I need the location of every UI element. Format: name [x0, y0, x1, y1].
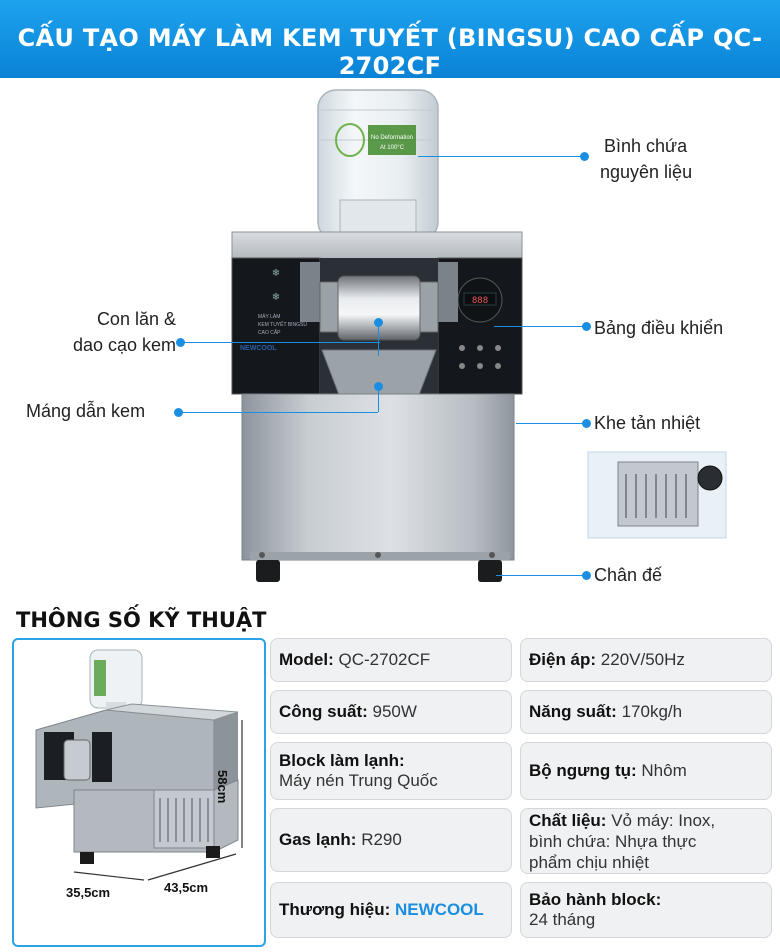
tank-callout-line — [418, 156, 584, 157]
callout-tank: Bình chứa nguyên liệu — [600, 133, 692, 185]
spec-brand-value: NEWCOOL — [395, 900, 484, 919]
chute-callout-vline — [378, 386, 379, 412]
specs-title: THÔNG SỐ KỸ THUẬT — [16, 608, 267, 632]
callout-base: Chân đế — [594, 565, 663, 585]
svg-text:CAO CẤP: CAO CẤP — [258, 329, 281, 336]
spec-voltage-label: Điện áp: — [529, 650, 597, 669]
dim-width: 43,5cm — [164, 880, 209, 895]
control-callout-line — [494, 326, 586, 327]
svg-text:❄: ❄ — [272, 292, 280, 303]
svg-text:❄: ❄ — [272, 268, 280, 279]
product-photo: 58cm 35,5cm 43,5cm — [12, 638, 266, 947]
callout-control: Bảng điều khiển — [594, 318, 724, 338]
vent-callout-dot — [582, 419, 591, 428]
chute-callout-dot-left — [174, 408, 183, 417]
svg-text:No Deformation: No Deformation — [371, 135, 413, 141]
svg-text:888: 888 — [472, 296, 488, 306]
chute-callout-dot-b — [374, 382, 383, 391]
spec-brand-label: Thương hiệu: — [279, 900, 391, 919]
spec-block: Block làm lạnh: Máy nén Trung Quốc — [270, 742, 512, 800]
machine-hero: No Deformation At 100°C ❄ ❄ MÁY LÀM KEM … — [0, 78, 780, 598]
callout-roller-line2: dao cạo kem — [72, 335, 176, 355]
spec-material-value3: phẩm chịu nhiệt — [529, 852, 650, 872]
spec-gas: Gas lạnh: R290 — [270, 808, 512, 872]
control-callout-dot — [582, 322, 591, 331]
spec-voltage-value: 220V/50Hz — [600, 650, 685, 669]
spec-material: Chất liệu: Vỏ máy: Inox, bình chứa: Nhựa… — [520, 808, 772, 874]
spec-brand: Thương hiệu: NEWCOOL — [270, 882, 512, 938]
spec-material-label: Chất liệu: — [529, 810, 607, 830]
vent-callout-line — [516, 423, 586, 424]
callout-chute: Máng dẫn kem — [26, 401, 146, 421]
callout-roller-line1: Con lăn & — [96, 309, 176, 329]
spec-model-value: QC-2702CF — [338, 650, 431, 669]
spec-gas-value: R290 — [361, 830, 402, 849]
spec-model: Model: QC-2702CF — [270, 638, 512, 682]
roller-callout-vline — [378, 322, 379, 356]
svg-text:NEWCOOL: NEWCOOL — [240, 345, 277, 352]
spec-model-label: Model: — [279, 650, 334, 669]
roller-callout-dot-left — [176, 338, 185, 347]
svg-text:At 100°C: At 100°C — [380, 145, 405, 151]
spec-voltage: Điện áp: 220V/50Hz — [520, 638, 772, 682]
svg-text:MÁY LÀM: MÁY LÀM — [258, 313, 280, 320]
base-callout-dot — [582, 571, 591, 580]
spec-condenser-value: Nhôm — [641, 761, 687, 780]
spec-warranty-value: 24 tháng — [529, 910, 596, 929]
tank-callout-dot — [580, 152, 589, 161]
spec-block-value: Máy nén Trung Quốc — [279, 771, 438, 790]
spec-material-value1: Vỏ máy: Inox, — [611, 810, 716, 830]
callout-tank-line1: Bình chứa — [604, 136, 688, 156]
spec-condenser: Bộ ngưng tụ: Nhôm — [520, 742, 772, 800]
page-title: CẤU TẠO MÁY LÀM KEM TUYẾT (BINGSU) CAO C… — [17, 24, 763, 80]
callout-roller: Con lăn & dao cạo kem — [46, 306, 176, 358]
svg-text:KEM TUYẾT BINGSU: KEM TUYẾT BINGSU — [258, 321, 307, 328]
spec-block-label: Block làm lạnh: — [279, 751, 405, 770]
spec-warranty-label: Bảo hành block: — [529, 890, 662, 909]
roller-callout-line — [180, 342, 380, 343]
dim-height: 58cm — [215, 770, 230, 804]
spec-condenser-label: Bộ ngưng tụ: — [529, 761, 637, 780]
spec-capacity: Năng suất: 170kg/h — [520, 690, 772, 734]
spec-material-value2: bình chứa: Nhựa thực — [529, 831, 697, 851]
spec-power: Công suất: 950W — [270, 690, 512, 734]
title-banner: CẤU TẠO MÁY LÀM KEM TUYẾT (BINGSU) CAO C… — [0, 0, 780, 80]
dim-depth: 35,5cm — [66, 885, 111, 900]
callout-tank-line2: nguyên liệu — [600, 162, 693, 182]
spec-capacity-value: 170kg/h — [621, 702, 683, 721]
spec-power-value: 950W — [372, 702, 417, 721]
chute-callout-line — [178, 412, 378, 413]
spec-gas-label: Gas lạnh: — [279, 830, 357, 849]
spec-power-label: Công suất: — [279, 702, 368, 721]
spec-capacity-label: Năng suất: — [529, 702, 617, 721]
spec-warranty: Bảo hành block: 24 tháng — [520, 882, 772, 938]
callout-vent: Khe tản nhiệt — [594, 413, 701, 433]
base-callout-line — [496, 575, 586, 576]
product-photo-illustration — [35, 649, 243, 881]
